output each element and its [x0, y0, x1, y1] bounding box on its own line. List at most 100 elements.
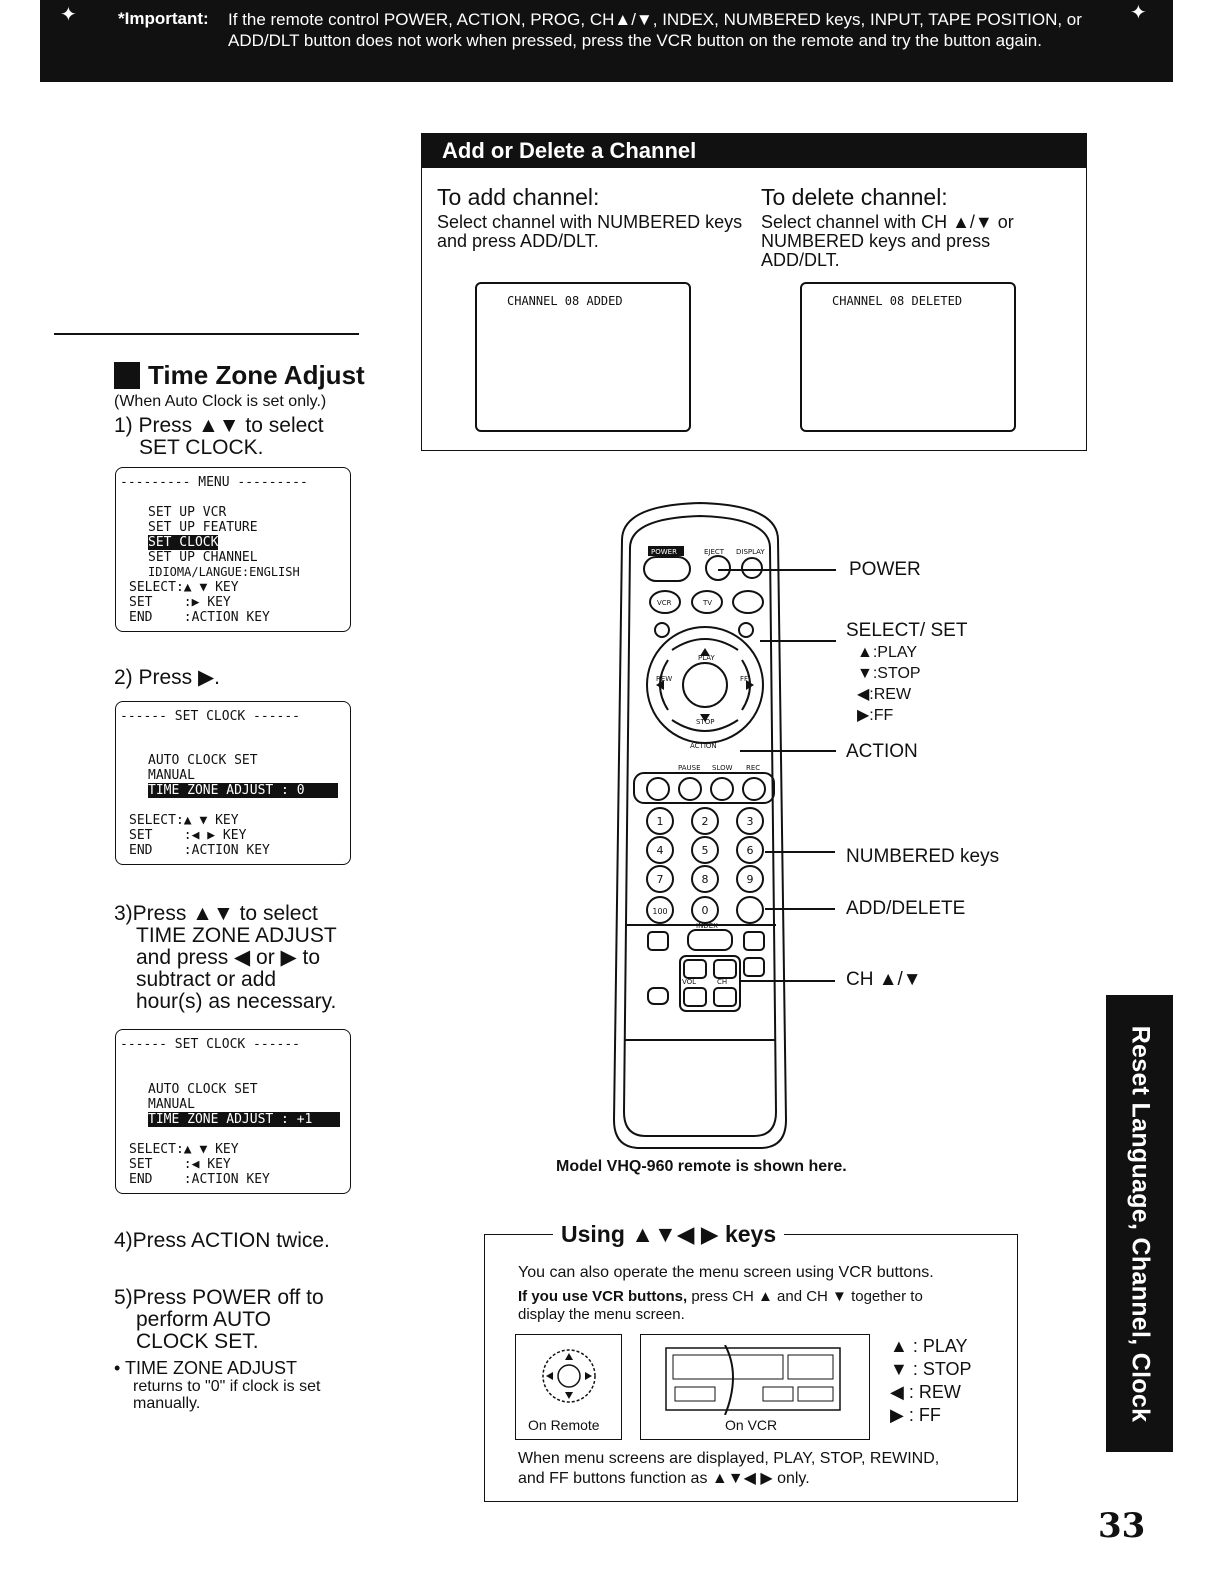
- svg-text:6: 6: [747, 844, 754, 857]
- svg-text:TV: TV: [702, 599, 712, 607]
- decorative-mark-icon: ✦: [1130, 2, 1147, 24]
- svg-text:5: 5: [702, 844, 709, 857]
- step-4: 4)Press ACTION twice.: [114, 1229, 330, 1252]
- note-title: • TIME ZONE ADJUST: [114, 1358, 297, 1378]
- on-remote-label: On Remote: [528, 1417, 600, 1433]
- svg-text:3: 3: [747, 815, 754, 828]
- add-screen-text: CHANNEL 08 ADDED: [507, 294, 623, 308]
- panel-title: Add or Delete a Channel: [422, 134, 1086, 168]
- screen-end-hint: END :ACTION KEY: [129, 1172, 270, 1187]
- decorative-mark-icon: ✦: [60, 4, 77, 26]
- screen-select-hint: SELECT:▲ ▼ KEY: [129, 813, 239, 828]
- step-1: 1) Press ▲▼ to select: [114, 414, 324, 437]
- keys-intro: You can also operate the menu screen usi…: [518, 1264, 934, 1281]
- ch-label: CH ▲/▼: [846, 969, 922, 990]
- screen-end-hint: END :ACTION KEY: [129, 843, 270, 858]
- select-set-leader-line: [760, 640, 836, 642]
- banner-text: If the remote control POWER, ACTION, PRO…: [228, 10, 1082, 50]
- vcr-front-panel-icon: [665, 1345, 841, 1415]
- keys-vcr-note-rest: press CH ▲ and CH ▼ together to: [687, 1288, 923, 1305]
- keys-vcr-note-line: display the menu screen.: [518, 1306, 685, 1323]
- screen-line: MANUAL: [148, 768, 195, 783]
- delete-channel-title: To delete channel:: [761, 184, 948, 210]
- menu-item: IDIOMA/LANGUE:ENGLISH: [148, 565, 300, 579]
- svg-text:FF: FF: [740, 675, 748, 683]
- time-zone-subtitle: (When Auto Clock is set only.): [114, 393, 327, 410]
- menu-end-hint: END :ACTION KEY: [129, 610, 270, 625]
- action-leader-line: [740, 750, 836, 752]
- menu-header: --------- MENU ---------: [120, 475, 308, 490]
- svg-text:7: 7: [657, 873, 664, 886]
- svg-text:8: 8: [702, 873, 709, 886]
- add-delete-leader-line: [765, 908, 835, 910]
- svg-text:POWER: POWER: [651, 548, 677, 556]
- legend-rew: ◀ : REW: [890, 1382, 961, 1402]
- step-2: 2) Press ▶.: [114, 666, 221, 689]
- key-legend: ▲ : PLAY ▼ : STOP ◀ : REW ▶ : FF: [890, 1335, 972, 1427]
- stop-key-label: ▼:STOP: [857, 665, 921, 682]
- power-leader-line: [718, 569, 836, 571]
- svg-text:REW: REW: [656, 675, 672, 683]
- svg-text:STOP: STOP: [696, 718, 714, 726]
- ch-leader-line: [740, 980, 835, 982]
- svg-text:0: 0: [702, 904, 709, 917]
- menu-item: SET UP CHANNEL: [148, 550, 258, 565]
- svg-text:PLAY: PLAY: [698, 654, 716, 662]
- note-line: returns to "0" if clock is set: [133, 1378, 321, 1395]
- svg-text:VCR: VCR: [657, 599, 672, 607]
- step-1-target: SET CLOCK.: [139, 436, 264, 459]
- numbered-keys-label: NUMBERED keys: [846, 846, 1000, 867]
- legend-ff: ▶ : FF: [890, 1405, 941, 1425]
- select-set-label: SELECT/ SET: [846, 620, 968, 641]
- step-5-line: perform AUTO: [136, 1308, 271, 1331]
- chapter-side-tab-label: Reset Language, Channel, Clock: [1126, 1025, 1154, 1422]
- keys-vcr-note-bold: If you use VCR buttons,: [518, 1288, 688, 1305]
- action-label: ACTION: [846, 741, 918, 762]
- menu-screen: --------- MENU --------- SET UP VCR SET …: [115, 467, 351, 632]
- step-3: 3)Press ▲▼ to select: [114, 902, 318, 925]
- on-vcr-figure: On VCR: [640, 1334, 870, 1440]
- remote-caption: Model VHQ-960 remote is shown here.: [556, 1158, 847, 1175]
- svg-text:VOL: VOL: [682, 978, 696, 986]
- svg-text:1: 1: [657, 815, 664, 828]
- screen-line-selected: TIME ZONE ADJUST : 0: [148, 783, 338, 798]
- delete-channel-screen: CHANNEL 08 DELETED: [800, 282, 1016, 432]
- rew-key-label: ◀:REW: [857, 686, 912, 703]
- ff-key-label: ▶:FF: [857, 707, 894, 724]
- screen-line: AUTO CLOCK SET: [148, 753, 258, 768]
- section-bullet-icon: [114, 362, 140, 389]
- set-clock-screen: ------ SET CLOCK ------ AUTO CLOCK SET M…: [115, 701, 351, 865]
- legend-stop: ▼ : STOP: [890, 1359, 972, 1379]
- svg-text:ACTION: ACTION: [690, 742, 717, 750]
- numbered-leader-line: [765, 851, 835, 853]
- screen-header: ------ SET CLOCK ------: [120, 709, 301, 724]
- power-label: POWER: [849, 559, 921, 580]
- svg-text:CH: CH: [717, 978, 727, 986]
- svg-text:SLOW: SLOW: [712, 764, 733, 772]
- using-keys-title: Using ▲▼◀ ▶ keys: [553, 1221, 785, 1248]
- page-number: 33: [1098, 1506, 1146, 1546]
- on-remote-figure: On Remote: [515, 1334, 622, 1440]
- svg-text:DISPLAY: DISPLAY: [736, 548, 765, 556]
- menu-item-selected: SET CLOCK: [148, 535, 219, 550]
- legend-play: ▲ : PLAY: [890, 1336, 968, 1356]
- add-channel-title: To add channel:: [437, 184, 600, 210]
- chapter-side-tab: Reset Language, Channel, Clock: [1106, 995, 1173, 1452]
- svg-text:9: 9: [747, 873, 754, 886]
- step-5: 5)Press POWER off to: [114, 1286, 324, 1309]
- banner-label: *Important:: [118, 9, 209, 28]
- add-channel-text: Select channel with NUMBERED keys and pr…: [437, 212, 743, 251]
- time-zone-title: Time Zone Adjust: [148, 360, 365, 390]
- remote-dpad-icon: [542, 1349, 596, 1403]
- svg-text:100: 100: [652, 907, 667, 916]
- delete-screen-text: CHANNEL 08 DELETED: [832, 294, 963, 308]
- keys-footer-line: and FF buttons function as ▲▼◀ ▶ only.: [518, 1470, 810, 1487]
- important-banner: ✦ *Important: If the remote control POWE…: [40, 0, 1173, 82]
- svg-text:REC: REC: [746, 764, 760, 772]
- step-3-line: and press ◀ or ▶ to: [136, 946, 321, 969]
- remote-control-illustration: POWER EJECT DISPLAY VCR TV PLAY REW FF S…: [612, 501, 788, 1149]
- svg-text:4: 4: [657, 844, 664, 857]
- step-3-line: TIME ZONE ADJUST: [136, 924, 337, 947]
- set-clock-screen-adjusted: ------ SET CLOCK ------ AUTO CLOCK SET M…: [115, 1029, 351, 1194]
- screen-select-hint: SELECT:▲ ▼ KEY: [129, 1142, 239, 1157]
